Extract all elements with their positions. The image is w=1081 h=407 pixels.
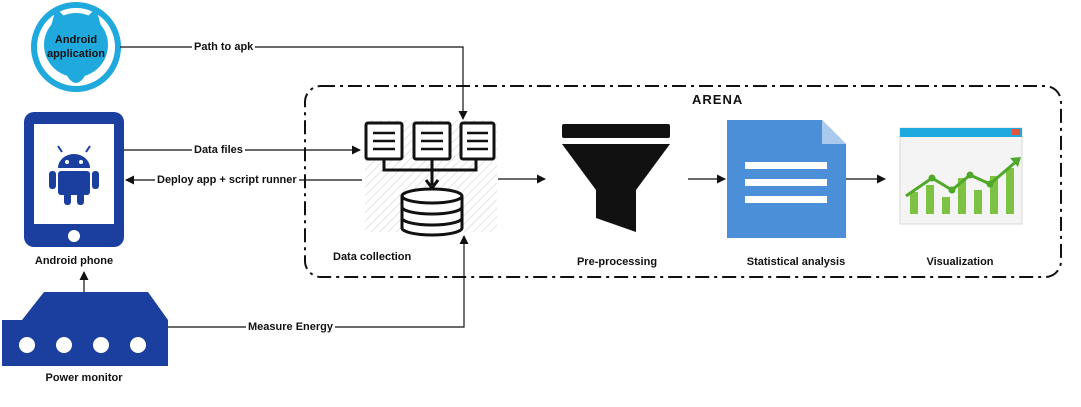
android-application-line2: application [46, 48, 106, 60]
data-files-label: Data files [192, 144, 245, 157]
arena-title: ARENA [692, 92, 744, 107]
funnel-icon [562, 124, 670, 232]
measure-energy-connector [168, 235, 469, 328]
stage-label-pre-processing: Pre-processing [576, 256, 658, 268]
android-application-label: Android application [36, 33, 116, 61]
path-to-apk-connector [120, 46, 468, 120]
stage-label-statistical-analysis: Statistical analysis [746, 256, 846, 268]
line-chart-icon [899, 127, 1023, 225]
android-application-line1: Android [54, 34, 98, 46]
stage-label-data-collection: Data collection [333, 251, 412, 263]
path-to-apk-label: Path to apk [192, 41, 256, 54]
document-icon [727, 120, 846, 238]
stage-label-visualization: Visualization [926, 256, 994, 268]
power-monitor-label: Power monitor [45, 372, 123, 384]
arena-boundary [304, 85, 1062, 278]
measure-energy-label: Measure Energy [246, 321, 335, 334]
android-robot-icon [49, 145, 99, 205]
deploy-app-label: Deploy app + script runner [155, 174, 299, 187]
cat-head-icon [31, 2, 121, 92]
power-monitor-device-icon [2, 292, 168, 366]
android-phone-icon [24, 112, 124, 247]
android-phone-label: Android phone [34, 255, 114, 267]
documents-database-icon [364, 120, 497, 237]
